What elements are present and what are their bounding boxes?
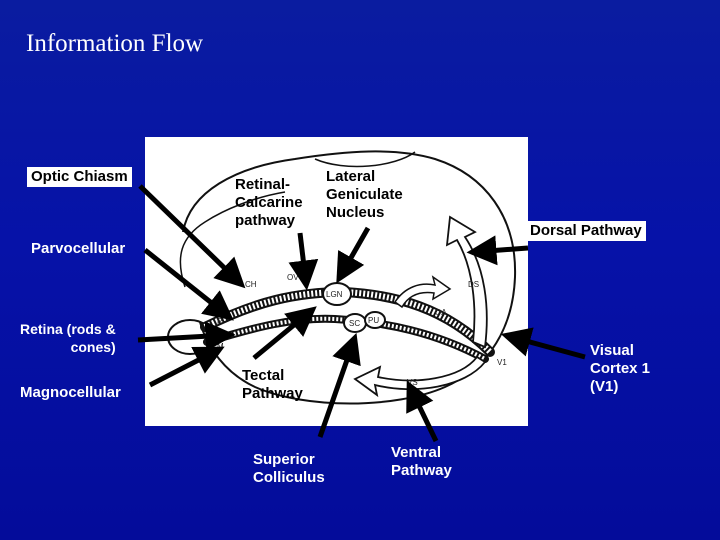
mark-oa: OA xyxy=(435,308,447,317)
brain-diagram-drawing: CH OV LGN SC PU OA DS VS V1 P M xyxy=(167,150,517,405)
label-parvocellular: Parvocellular xyxy=(31,240,126,257)
label-retina: Retina (rods & cones) xyxy=(20,320,116,356)
label-tectal-line2: Pathway xyxy=(242,385,303,402)
label-lgn-line1: Lateral xyxy=(326,168,376,185)
mark-m: M xyxy=(217,342,224,351)
label-lgn-line3: Nucleus xyxy=(326,204,385,221)
label-retina-line2: cones) xyxy=(70,339,116,355)
label-tectal-line1: Tectal xyxy=(242,367,285,384)
mark-ds: DS xyxy=(468,280,479,289)
brain-outline xyxy=(182,150,517,405)
label-lgn: Lateral Geniculate Nucleus xyxy=(326,168,403,222)
label-ventral-pathway: Ventral Pathway xyxy=(391,444,452,480)
slide-title: Information Flow xyxy=(26,30,204,57)
label-visual-cortex-line3: (V1) xyxy=(590,378,619,395)
label-optic-chiasm-text: Optic Chiasm xyxy=(31,168,128,185)
label-visual-cortex-line2: Cortex 1 xyxy=(590,360,651,377)
label-ventral-line1: Ventral xyxy=(391,444,442,461)
mark-sc: SC xyxy=(349,319,360,328)
dorsal-stream-arrow xyxy=(445,215,488,349)
label-retinal-calcarine: Retinal- Calcarine pathway xyxy=(235,176,303,230)
label-dorsal-pathway: Dorsal Pathway xyxy=(526,221,646,241)
label-retinal-calcarine-line1: Retinal- xyxy=(235,176,291,193)
label-visual-cortex-line1: Visual xyxy=(590,342,634,359)
label-magnocellular: Magnocellular xyxy=(20,384,121,401)
optic-tract-lower-hatch xyxy=(206,316,486,361)
mark-ch: CH xyxy=(245,280,257,289)
sulcus-top xyxy=(314,151,416,168)
mark-pu: PU xyxy=(368,316,379,325)
label-ventral-line2: Pathway xyxy=(391,462,452,479)
label-retinal-calcarine-line3: pathway xyxy=(235,212,296,229)
oa-arrow xyxy=(393,275,452,309)
label-superior-colliculus: Superior Colliculus xyxy=(253,451,325,487)
mark-ov: OV xyxy=(287,273,299,282)
ventral-stream-arrow xyxy=(353,355,487,398)
label-optic-chiasm: Optic Chiasm xyxy=(27,167,132,187)
label-superior-colliculus-line2: Colliculus xyxy=(253,469,325,486)
label-tectal-pathway: Tectal Pathway xyxy=(242,367,303,403)
mark-lgn: LGN xyxy=(326,290,343,299)
pu-nucleus xyxy=(364,311,386,329)
label-lgn-line2: Geniculate xyxy=(326,186,403,203)
label-visual-cortex: Visual Cortex 1 (V1) xyxy=(590,342,650,396)
label-retinal-calcarine-line2: Calcarine xyxy=(235,194,303,211)
label-superior-colliculus-line1: Superior xyxy=(253,451,315,468)
mark-p: P xyxy=(217,317,222,326)
label-retina-line1: Retina (rods & xyxy=(20,321,116,337)
mark-vs: VS xyxy=(407,378,418,387)
mark-v1: V1 xyxy=(497,358,507,367)
label-dorsal-pathway-text: Dorsal Pathway xyxy=(530,222,642,239)
